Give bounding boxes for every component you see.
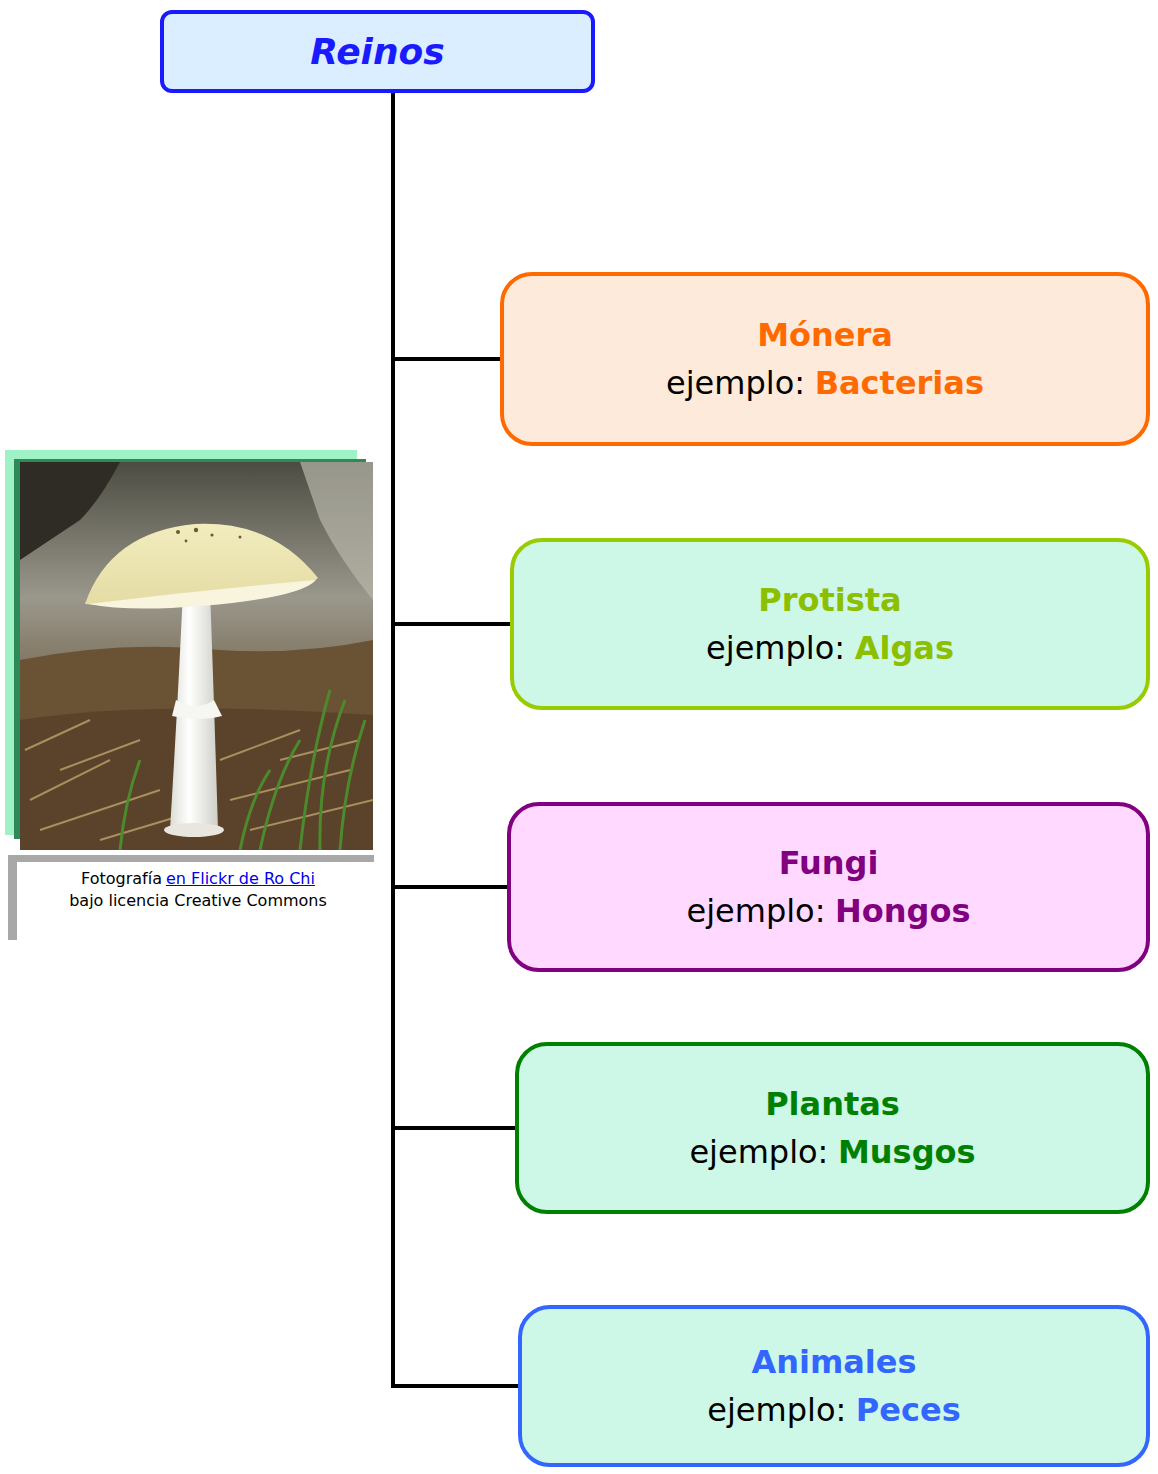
kingdom-box: Fungi ejemplo: Hongos bbox=[507, 802, 1150, 972]
kingdom-name: Plantas bbox=[765, 1085, 900, 1123]
kingdom-box: Protista ejemplo: Algas bbox=[510, 538, 1150, 710]
photo-caption: Fotografíaen Flickr de Ro Chi bajo licenc… bbox=[20, 868, 376, 912]
example-name: Hongos bbox=[835, 892, 970, 930]
example-line: ejemplo: Peces bbox=[707, 1391, 960, 1429]
caption-shadow bbox=[8, 855, 17, 940]
kingdom-box: Mónera ejemplo: Bacterias bbox=[500, 272, 1150, 446]
caption-shadow bbox=[8, 855, 374, 862]
photo-frame bbox=[14, 459, 20, 839]
example-line: ejemplo: Bacterias bbox=[666, 364, 984, 402]
tree-connector bbox=[393, 93, 507, 887]
tree-connector bbox=[393, 93, 500, 359]
tree-connector bbox=[393, 93, 518, 1386]
tree-connector bbox=[393, 93, 510, 624]
example-name: Bacterias bbox=[815, 364, 984, 402]
kingdom-name: Animales bbox=[751, 1343, 916, 1381]
example-name: Musgos bbox=[838, 1133, 976, 1171]
example-prefix: ejemplo: bbox=[689, 1133, 828, 1171]
example-name: Algas bbox=[855, 629, 954, 667]
tree-connector bbox=[393, 93, 515, 1128]
kingdom-box: Animales ejemplo: Peces bbox=[518, 1305, 1150, 1467]
photo-link: en Flickr de Ro Chi bbox=[166, 869, 315, 888]
example-line: ejemplo: Musgos bbox=[689, 1133, 975, 1171]
example-prefix: ejemplo: bbox=[666, 364, 805, 402]
kingdom-name: Fungi bbox=[779, 844, 879, 882]
root-title: Reinos bbox=[310, 31, 444, 72]
kingdom-name: Mónera bbox=[757, 316, 893, 354]
photo bbox=[20, 462, 373, 850]
example-line: ejemplo: Algas bbox=[706, 629, 954, 667]
example-prefix: ejemplo: bbox=[686, 892, 825, 930]
photo-license: bajo licencia Creative Commons bbox=[20, 890, 376, 912]
example-line: ejemplo: Hongos bbox=[686, 892, 970, 930]
example-name: Peces bbox=[856, 1391, 961, 1429]
kingdom-box: Plantas ejemplo: Musgos bbox=[515, 1042, 1150, 1214]
kingdom-name: Protista bbox=[758, 581, 901, 619]
example-prefix: ejemplo: bbox=[706, 629, 845, 667]
example-prefix: ejemplo: bbox=[707, 1391, 846, 1429]
root-box: Reinos bbox=[160, 10, 595, 93]
photo-credit: Fotografía bbox=[81, 869, 162, 888]
